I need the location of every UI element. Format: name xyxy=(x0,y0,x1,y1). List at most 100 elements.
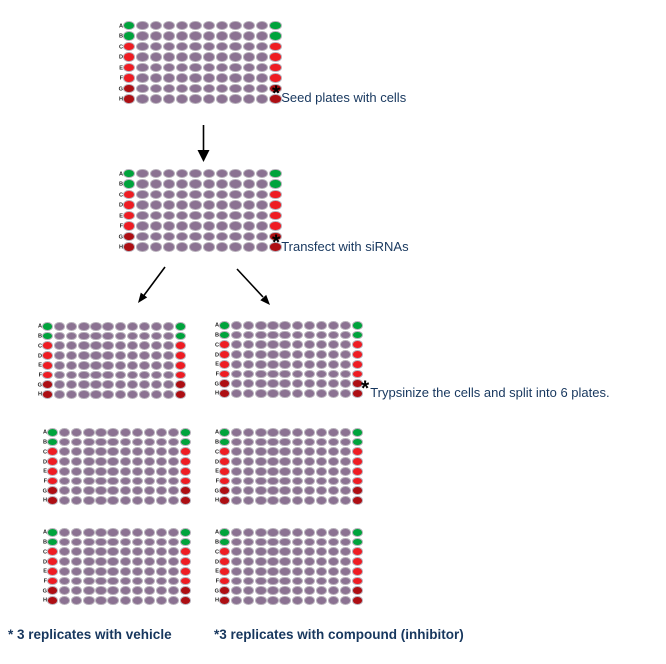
well xyxy=(291,596,303,605)
well xyxy=(59,586,71,596)
well xyxy=(303,428,315,437)
well xyxy=(255,557,267,566)
row-label: F xyxy=(119,222,123,229)
row-label: D xyxy=(118,53,123,60)
well xyxy=(83,576,95,586)
plate-row: E xyxy=(207,466,364,476)
row-label: C xyxy=(214,448,219,455)
row-label: E xyxy=(38,361,42,369)
well xyxy=(176,83,189,94)
well xyxy=(143,476,156,486)
well xyxy=(189,21,202,31)
well xyxy=(155,437,168,447)
row-label: G xyxy=(42,487,47,494)
well xyxy=(216,62,229,73)
well xyxy=(180,447,192,457)
well xyxy=(219,576,231,586)
well xyxy=(352,476,364,486)
well xyxy=(95,466,107,476)
well xyxy=(231,476,243,486)
well xyxy=(155,576,168,586)
plate-row: C xyxy=(207,547,364,557)
well xyxy=(339,369,352,379)
plate-row: A xyxy=(30,322,187,331)
well xyxy=(231,566,243,576)
well xyxy=(175,360,187,370)
well xyxy=(255,242,269,252)
well xyxy=(255,496,267,505)
well xyxy=(315,359,328,369)
well xyxy=(255,586,267,596)
transfect-note-text: Transfect with siRNAs xyxy=(281,239,409,254)
well xyxy=(352,437,364,447)
well xyxy=(327,457,340,466)
well xyxy=(327,557,340,566)
row-label: D xyxy=(214,351,219,358)
well xyxy=(71,486,83,496)
well xyxy=(229,21,242,31)
row-label: D xyxy=(214,458,219,465)
row-label: D xyxy=(42,558,47,565)
well xyxy=(59,486,71,496)
plate-row: D xyxy=(207,457,364,466)
plate-row: E xyxy=(207,566,364,576)
well xyxy=(269,231,282,242)
plate-row: H xyxy=(207,389,364,398)
well xyxy=(114,360,126,370)
row-label: H xyxy=(42,496,47,504)
well xyxy=(83,447,95,457)
well xyxy=(78,360,90,370)
well xyxy=(114,331,126,341)
well xyxy=(269,200,282,210)
well xyxy=(219,596,231,605)
well xyxy=(102,331,114,341)
well xyxy=(175,322,187,331)
well xyxy=(267,330,279,340)
well xyxy=(189,62,202,73)
row-label: C xyxy=(118,43,123,50)
well xyxy=(155,566,168,576)
well xyxy=(231,496,243,505)
plate-row: D xyxy=(35,557,192,566)
well xyxy=(339,496,352,505)
well xyxy=(267,350,279,359)
well xyxy=(219,428,231,437)
well xyxy=(136,21,149,31)
well xyxy=(303,340,315,350)
well xyxy=(189,200,202,210)
well xyxy=(242,221,255,231)
well xyxy=(155,528,168,537)
well xyxy=(59,528,71,537)
well xyxy=(149,21,162,31)
well xyxy=(352,557,364,566)
well xyxy=(47,476,59,486)
well xyxy=(255,437,267,447)
well xyxy=(219,330,231,340)
well xyxy=(339,547,352,557)
plate-row: D xyxy=(207,557,364,566)
well xyxy=(219,379,231,389)
well xyxy=(315,486,328,496)
well xyxy=(327,596,340,605)
well xyxy=(126,351,138,360)
well xyxy=(231,576,243,586)
well xyxy=(219,566,231,576)
well xyxy=(229,73,242,83)
well xyxy=(83,547,95,557)
well xyxy=(66,370,78,380)
well xyxy=(267,389,279,398)
well xyxy=(231,330,243,340)
well xyxy=(339,340,352,350)
well xyxy=(143,466,156,476)
well xyxy=(269,83,282,94)
well xyxy=(83,496,95,505)
well xyxy=(243,369,255,379)
well xyxy=(303,476,315,486)
row-label: B xyxy=(214,438,219,445)
well xyxy=(131,476,143,486)
well xyxy=(303,457,315,466)
well xyxy=(255,41,269,52)
well xyxy=(162,31,176,41)
well xyxy=(149,41,162,52)
plate-row: A xyxy=(35,428,192,437)
